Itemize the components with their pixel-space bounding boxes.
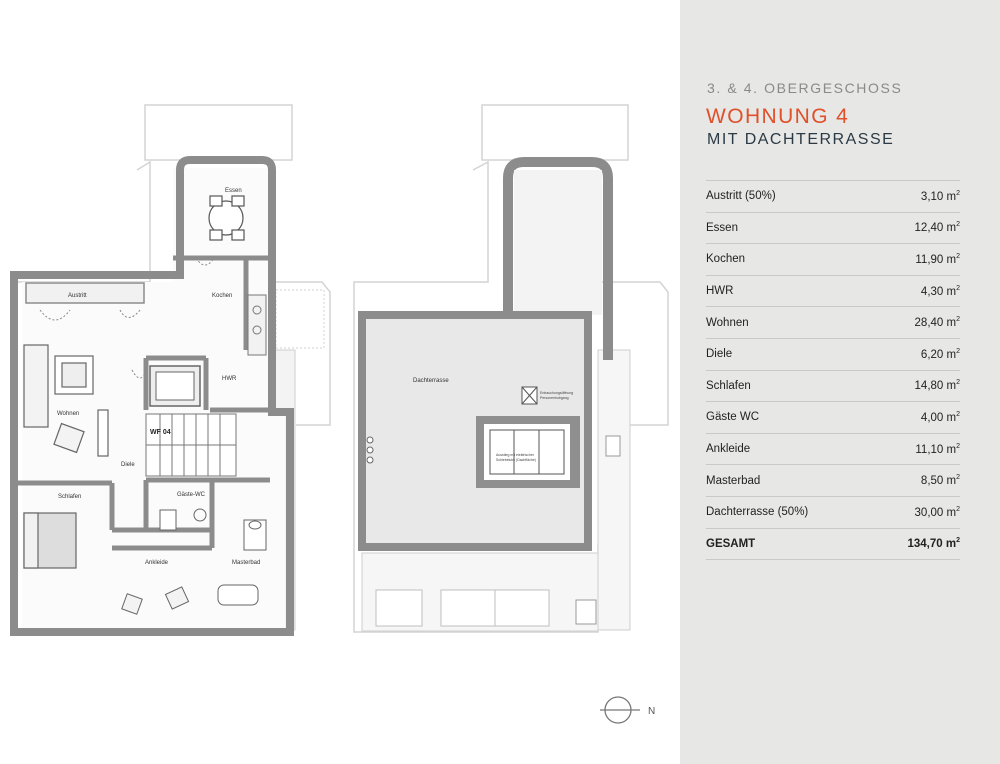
area-value: 6,20 m2 (920, 347, 960, 361)
dining-table-icon (208, 195, 245, 241)
area-row: Masterbad 8,50 m2 (706, 464, 960, 496)
area-name: Gäste WC (706, 411, 760, 424)
area-row: Schlafen 14,80 m2 (706, 369, 960, 402)
area-row: Ankleide 11,10 m2 (706, 432, 960, 465)
area-value: 12,40 m2 (914, 221, 960, 235)
area-name: Dachterrasse (50%) (706, 506, 809, 519)
label-diele: Diele (121, 462, 135, 468)
label-schlafen: Schlafen (58, 494, 81, 500)
area-name: Wohnen (706, 316, 749, 329)
label-masterbad: Masterbad (232, 560, 260, 566)
area-row: Diele 6,20 m2 (706, 337, 960, 370)
total-row: GESAMT 134,70 m2 (706, 527, 960, 561)
area-row: Kochen 11,90 m2 (706, 243, 960, 275)
label-ankleide: Ankleide (145, 560, 169, 566)
floor-plans: Austritt Essen Kochen Wohnen HWR WF 04 D… (10, 104, 669, 724)
area-name: Schlafen (706, 379, 751, 392)
bed-icon (23, 512, 77, 569)
skylight-note-2: Schiebeluke (Dachfläche) (496, 458, 536, 462)
staircase (145, 413, 237, 477)
label-essen: Essen (225, 188, 242, 194)
area-value: 30,00 m2 (914, 505, 960, 519)
label-kochen: Kochen (212, 293, 232, 299)
area-value: 11,10 m2 (915, 442, 960, 456)
area-name: Austritt (50%) (706, 190, 776, 203)
area-row: Essen 12,40 m2 (706, 211, 960, 244)
label-austritt: Austritt (68, 293, 87, 299)
area-name: HWR (706, 285, 734, 298)
label-wf: WF 04 (150, 429, 171, 436)
area-value: 14,80 m2 (914, 379, 960, 393)
area-name: Diele (706, 348, 733, 361)
compass-icon: N (600, 696, 655, 724)
skylight-note-1: Ausstieg mit elektrischer (496, 453, 535, 457)
area-name: Essen (706, 221, 738, 234)
info-panel: 3. & 4. OBERGESCHOSS WOHNUNG 4 MIT DACHT… (680, 0, 1000, 764)
area-value: 3,10 m2 (920, 189, 960, 203)
label-gaeste-wc: Gäste-WC (177, 492, 206, 498)
area-name: Masterbad (706, 474, 761, 487)
plan-3og: Austritt Essen Kochen Wohnen HWR WF 04 D… (10, 104, 331, 636)
plan-4og: Dachterrasse Entrauchungsöffnung Persone… (353, 104, 669, 633)
total-value: 134,70 m2 (907, 537, 960, 551)
hatch-note-2: Personenhubgang (540, 396, 569, 400)
area-value: 4,30 m2 (920, 284, 960, 298)
apartment-subtitle: MIT DACHTERRASSE (707, 131, 895, 148)
area-name: Kochen (706, 253, 746, 266)
area-value: 11,90 m2 (915, 253, 960, 266)
area-table: Austritt (50%) 3,10 m2 Essen 12,40 m2 Kochen… (706, 180, 960, 561)
area-value: 4,00 m2 (920, 411, 960, 424)
area-value: 8,50 m2 (920, 474, 960, 488)
area-row: Austritt (50%) 3,10 m2 (706, 180, 960, 212)
apartment-title: WOHNUNG 4 (706, 105, 850, 128)
area-row: HWR 4,30 m2 (706, 274, 960, 307)
area-row: Dachterrasse (50%) 30,00 m2 (706, 495, 960, 528)
floor-label: 3. & 4. OBERGESCHOSS (707, 80, 903, 96)
area-name: Ankleide (706, 443, 751, 456)
area-value: 28,40 m2 (914, 316, 960, 330)
label-hwr: HWR (222, 376, 237, 382)
label-wohnen: Wohnen (57, 411, 79, 417)
total-label: GESAMT (706, 537, 756, 550)
area-row: Gäste WC 4,00 m2 (706, 401, 960, 433)
sofa-icon (23, 344, 109, 457)
area-row: Wohnen 28,40 m2 (706, 306, 960, 338)
hatch-note-1: Entrauchungsöffnung (540, 391, 573, 395)
compass-label: N (648, 706, 655, 717)
label-dachterrasse: Dachterrasse (413, 378, 449, 384)
